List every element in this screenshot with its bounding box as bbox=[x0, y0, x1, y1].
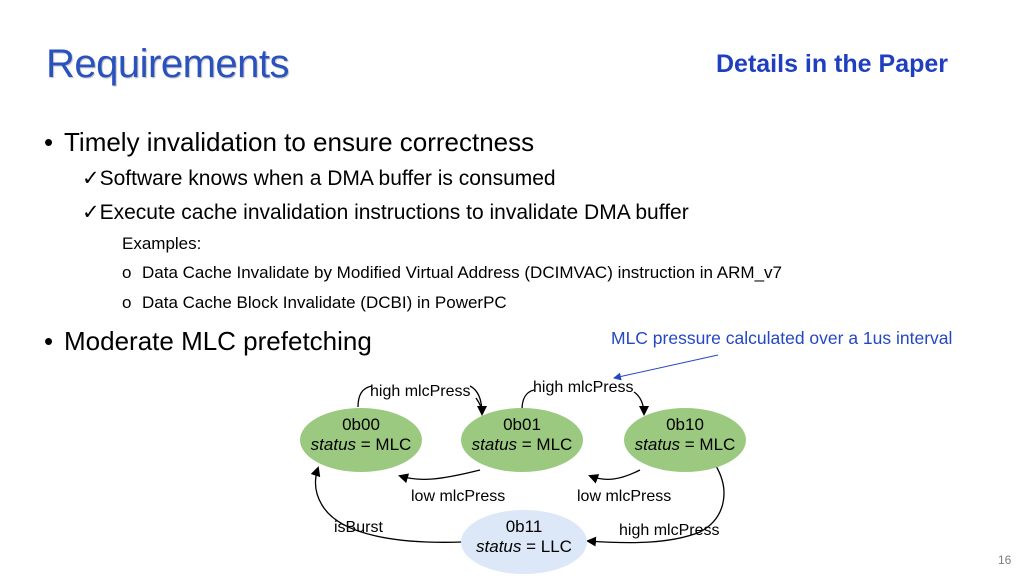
edge-label-high-left: high mlcPress bbox=[370, 383, 470, 400]
details-in-paper-link[interactable]: Details in the Paper bbox=[716, 50, 949, 78]
state-id: 0b01 bbox=[503, 415, 541, 434]
edge-label-high-bottom: high mlcPress bbox=[619, 522, 719, 539]
transition-low-0b01-0b00 bbox=[398, 469, 481, 484]
edge-label-high-right: high mlcPress bbox=[533, 379, 633, 396]
transition-isburst-0b11-0b00 bbox=[310, 466, 463, 543]
edge-label-isburst: isBurst bbox=[334, 519, 383, 536]
example-text: Data Cache Invalidate by Modified Virtua… bbox=[142, 263, 782, 282]
state-status: status = LLC bbox=[476, 537, 572, 556]
transition-low-0b10-0b01 bbox=[588, 469, 641, 484]
transition-high-0b00-0b01-head bbox=[475, 397, 487, 416]
example-arm: o Data Cache Invalidate by Modified Virtu… bbox=[122, 263, 782, 283]
bullet-text: Timely invalidation to ensure correctnes… bbox=[64, 127, 535, 157]
example-marker: o bbox=[122, 293, 132, 312]
examples-label: Examples: bbox=[122, 234, 202, 253]
page-title: Requirements bbox=[46, 42, 290, 86]
bullet-timely-invalidation: • Timely invalidation to ensure correctne… bbox=[44, 127, 534, 158]
state-id: 0b11 bbox=[506, 517, 543, 536]
transition-high-0b01-0b10 bbox=[521, 389, 644, 414]
bullet-marker: • bbox=[44, 326, 54, 356]
state-status: status = MLC bbox=[635, 435, 736, 454]
subbullet-execute-invalidation: ✓Execute cache invalidation instructions… bbox=[82, 201, 689, 224]
example-marker: o bbox=[122, 263, 132, 282]
state-status: status = MLC bbox=[311, 435, 412, 454]
bullet-moderate-prefetching: • Moderate MLC prefetching bbox=[44, 326, 372, 357]
example-text: Data Cache Block Invalidate (DCBI) in Po… bbox=[142, 293, 507, 312]
transition-high-0b10-0b11 bbox=[586, 465, 725, 547]
example-powerpc: o Data Cache Block Invalidate (DCBI) in P… bbox=[122, 293, 507, 313]
page-number: 16 bbox=[998, 553, 1012, 567]
edge-label-low-left: low mlcPress bbox=[411, 488, 505, 505]
state-id: 0b00 bbox=[342, 415, 380, 434]
edge-label-low-right: low mlcPress bbox=[577, 488, 671, 505]
state-id: 0b10 bbox=[666, 415, 704, 434]
state-ellipse bbox=[461, 408, 583, 472]
state-status: status = MLC bbox=[472, 435, 573, 454]
state-ellipse bbox=[300, 408, 422, 472]
bullet-marker: • bbox=[44, 127, 54, 157]
state-ellipse bbox=[624, 408, 746, 472]
bullet-text: Moderate MLC prefetching bbox=[64, 326, 372, 356]
mlc-pressure-annotation: MLC pressure calculated over a 1us inter… bbox=[611, 328, 953, 348]
subbullet-software-knows: ✓Software knows when a DMA buffer is con… bbox=[82, 167, 556, 190]
state-ellipse bbox=[461, 510, 587, 574]
annotation-pointer-arrow bbox=[613, 354, 719, 381]
